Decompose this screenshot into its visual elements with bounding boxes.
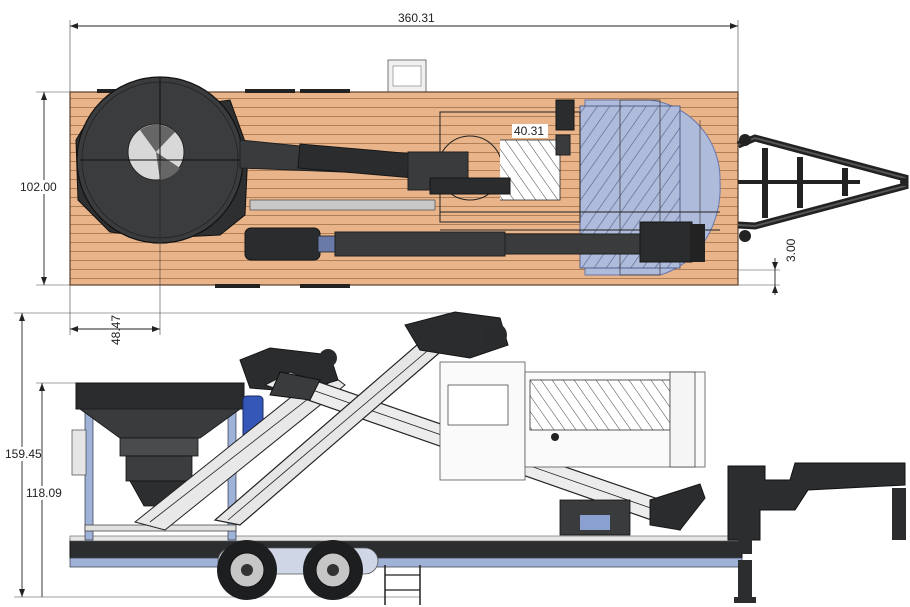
hopper-offset-box xyxy=(512,124,548,138)
incline-conveyor-side xyxy=(213,311,509,526)
access-ladder xyxy=(384,565,421,605)
deck-width-label: 102.00 xyxy=(20,180,57,194)
rail xyxy=(249,199,436,211)
hitch-tongue xyxy=(736,134,909,242)
hopper-offset-label: 40.31 xyxy=(514,124,544,138)
hopper-center-dimension: 48.47 xyxy=(69,160,161,345)
total-height-label: 159.45 xyxy=(5,447,42,461)
tongue-offset-label: 3.00 xyxy=(784,238,798,262)
stacker-conveyor-plan xyxy=(244,221,705,263)
plan-view: 360.31 102.00 xyxy=(18,11,909,345)
trailer-frame-side xyxy=(69,539,743,559)
hopper-center-label: 48.47 xyxy=(109,315,123,345)
side-view: 159.45 118.09 xyxy=(4,311,906,605)
hopper-height-dimension: 118.09 xyxy=(25,382,90,597)
axle-wheels xyxy=(217,540,379,600)
feeder-conveyor-plan xyxy=(239,139,511,195)
screen-plant-side xyxy=(439,361,706,536)
tongue-offset-dimension: 3.00 xyxy=(738,238,798,295)
overall-length-label: 360.31 xyxy=(398,11,435,25)
gooseneck-hitch xyxy=(727,462,906,603)
hopper-plan xyxy=(75,76,249,244)
hopper-height-label: 118.09 xyxy=(26,486,62,500)
overall-length-dimension: 360.31 xyxy=(69,11,739,135)
deck-width-dimension: 102.00 xyxy=(18,91,70,286)
total-height-dimension: 159.45 xyxy=(4,312,460,597)
